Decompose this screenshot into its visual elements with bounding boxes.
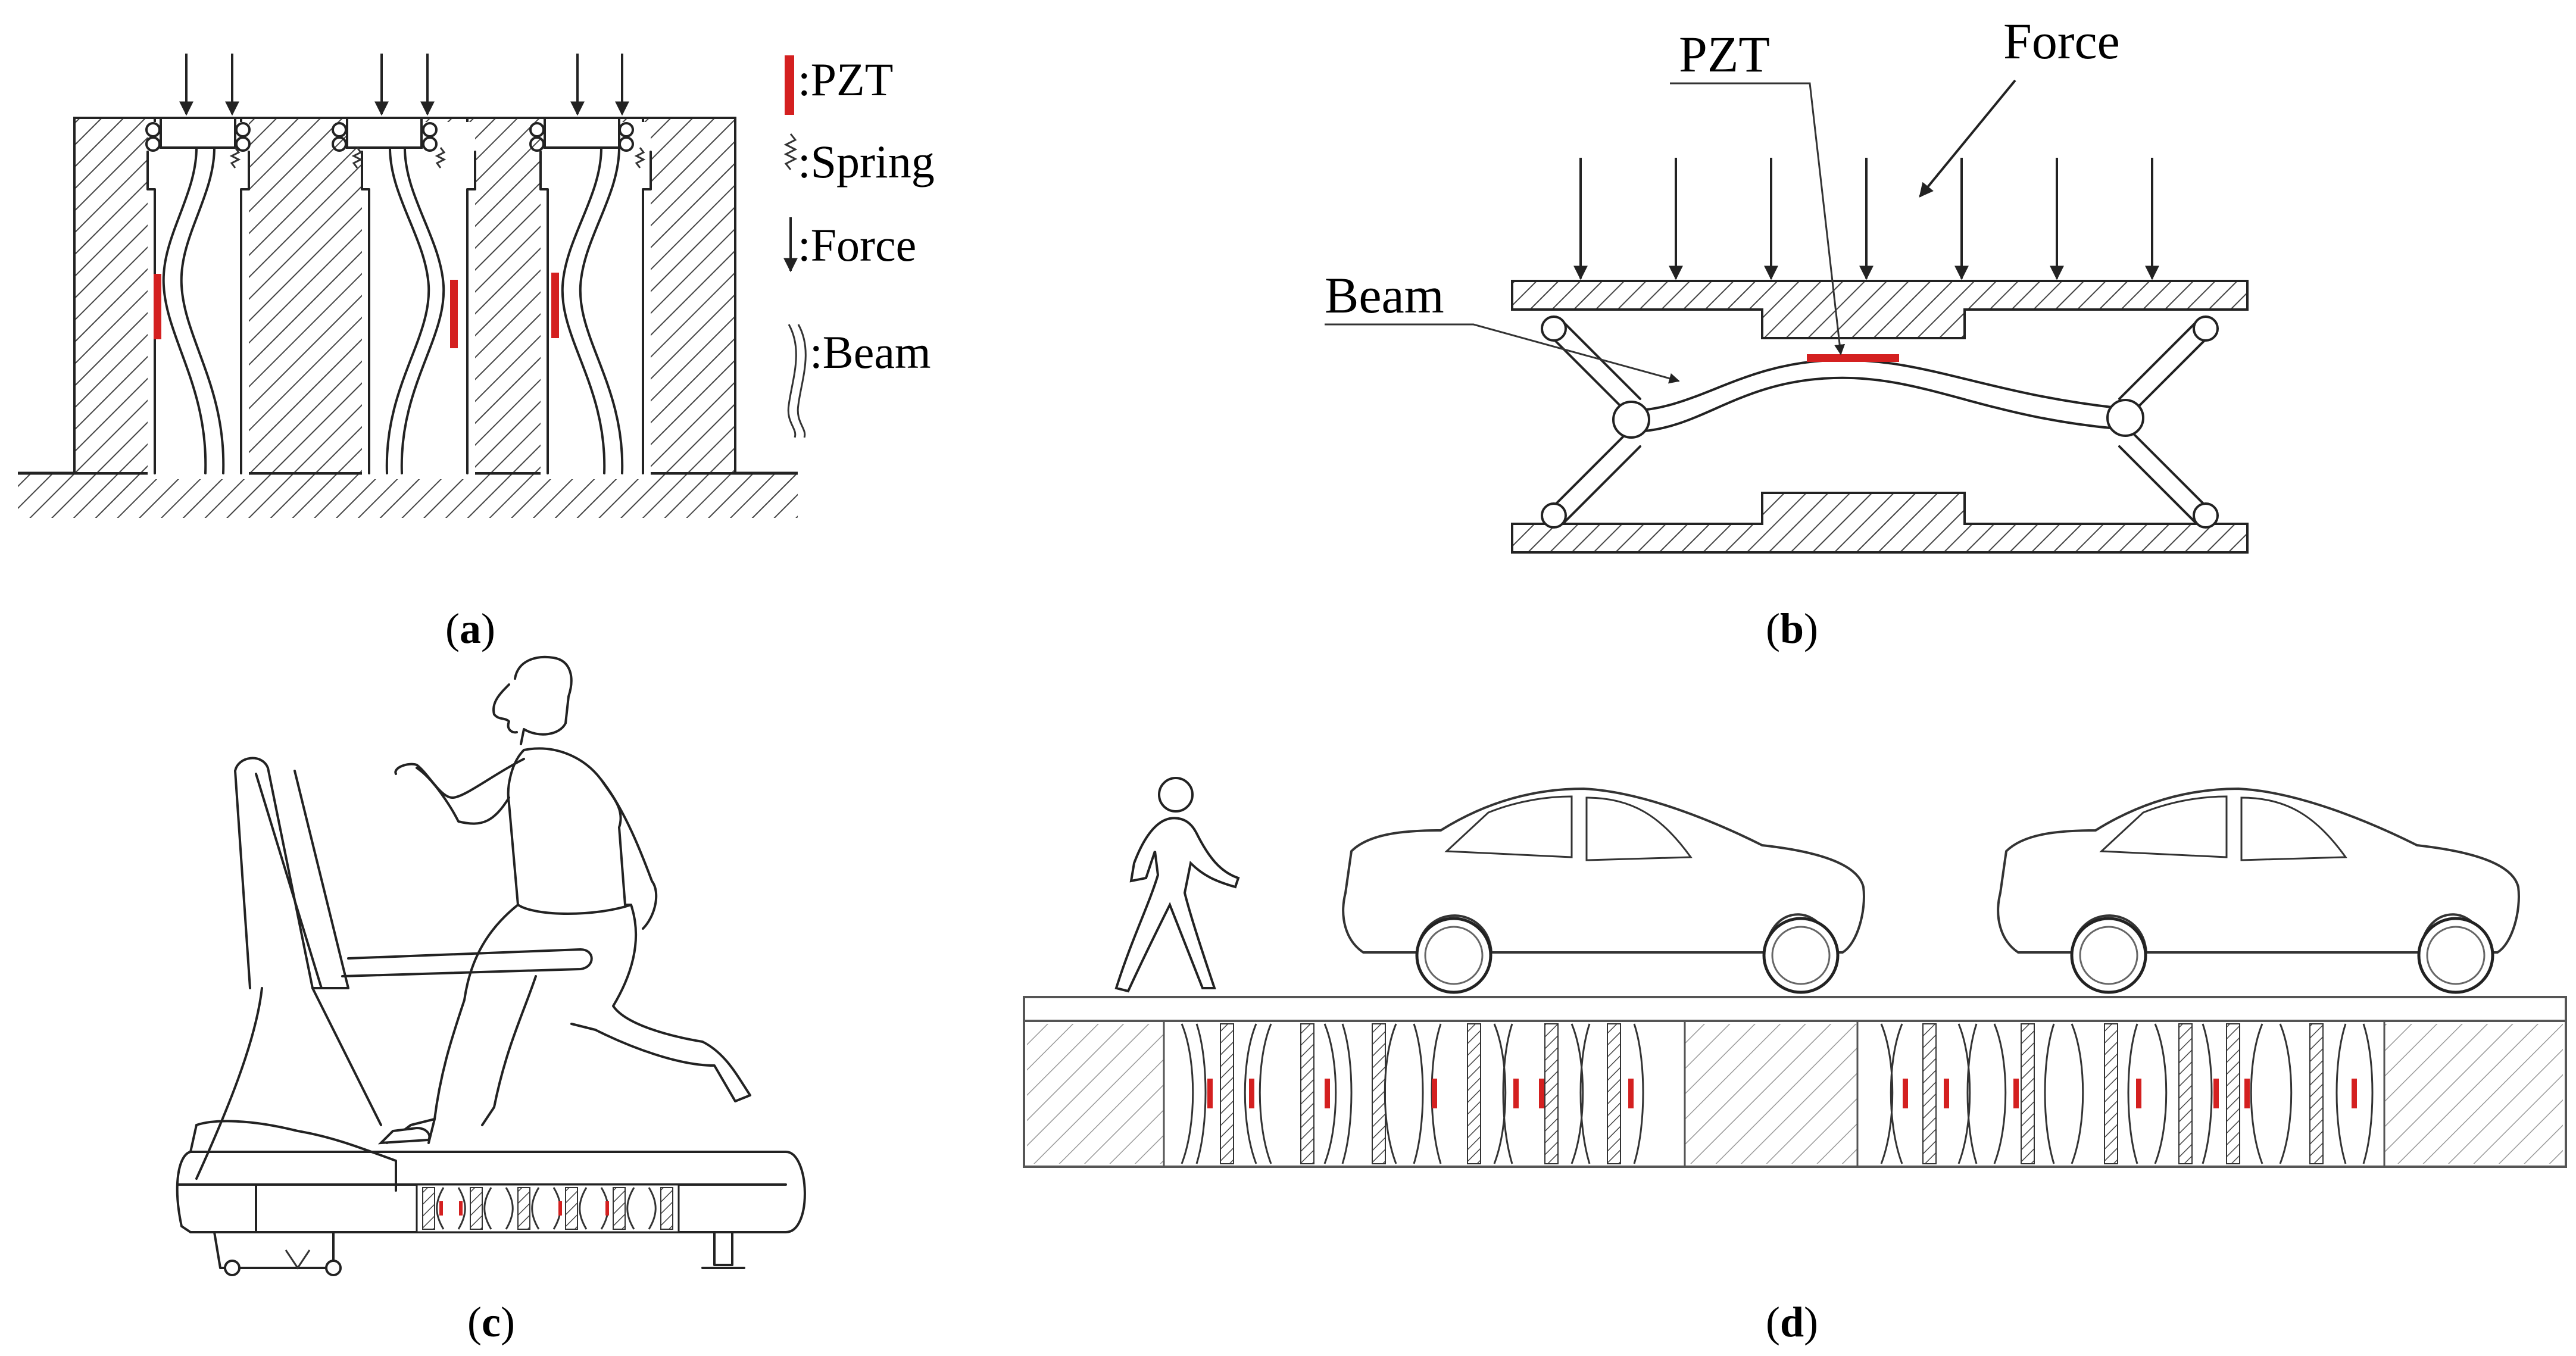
treadmill-console — [195, 987, 382, 1180]
pzt-element — [154, 274, 161, 339]
beam — [1627, 358, 2118, 433]
force-arrows — [179, 54, 629, 116]
ground-hatch — [18, 473, 798, 518]
pedestrian-figure — [1114, 777, 1240, 993]
legend-force-label: :Force — [798, 219, 916, 271]
road-harvester-units-left — [1181, 1023, 1644, 1164]
treadmill-harvester-units — [422, 1187, 673, 1230]
legend-pzt-swatch — [785, 55, 794, 115]
top-plate — [1511, 280, 2249, 339]
beam-label: Beam — [1325, 267, 1444, 324]
caption-d: (d) — [1766, 1298, 1818, 1346]
cavity-1 — [145, 117, 251, 479]
treadmill-upright — [234, 757, 349, 989]
force-arrows — [1573, 158, 2159, 280]
legend-spring-label: :Spring — [798, 136, 935, 188]
pzt-element — [450, 280, 458, 348]
legend-pzt-label: :PZT — [798, 54, 893, 105]
pzt-element — [551, 273, 559, 338]
cavity-3 — [529, 117, 652, 479]
treadmill-deck — [176, 1124, 806, 1233]
panel-d: (d) — [1023, 777, 2567, 1346]
cavity-2 — [332, 117, 476, 479]
panel-b: PZT Force Beam (b) — [1325, 13, 2249, 652]
car-2-rear-wheel — [2070, 917, 2147, 994]
legend: :PZT :Spring :Force :Beam — [783, 54, 935, 438]
car-2 — [1997, 787, 2520, 994]
car-1 — [1342, 787, 1865, 994]
panel-c: (c) — [176, 655, 806, 1346]
car-1-rear-wheel — [1415, 917, 1492, 994]
pzt-label: PZT — [1679, 26, 1770, 83]
panel-a: :PZT :Spring :Force :Beam (a) — [18, 54, 935, 652]
legend-beam-label: :Beam — [810, 326, 931, 378]
caption-a: (a) — [445, 605, 495, 652]
road-harvester-units-right — [1880, 1023, 2374, 1164]
legend-beam-icon — [787, 324, 807, 438]
car-2-front-wheel — [2417, 917, 2494, 994]
car-1-front-wheel — [1762, 917, 1840, 994]
caption-c: (c) — [467, 1298, 515, 1346]
bottom-plate — [1511, 492, 2249, 554]
force-label: Force — [2003, 13, 2120, 70]
pzt-element — [1807, 354, 1899, 362]
road-surface — [1023, 996, 2567, 1022]
treadmill-hood — [195, 1120, 397, 1192]
runner-figure — [377, 655, 751, 1145]
caption-b: (b) — [1766, 605, 1818, 652]
linkage — [1541, 315, 2219, 529]
legend-spring-icon — [783, 133, 798, 170]
